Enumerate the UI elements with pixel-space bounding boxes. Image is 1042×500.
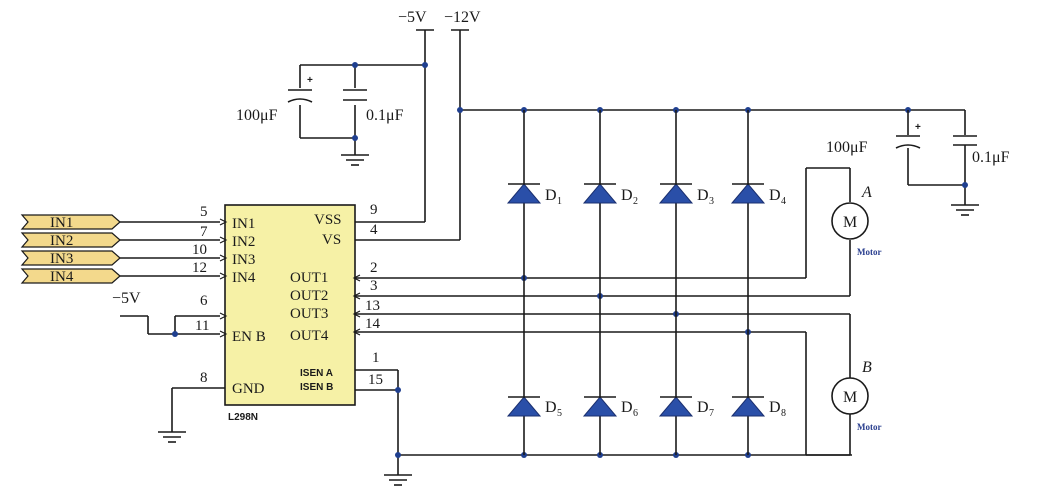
diode-d8-sub: 8 xyxy=(781,408,786,419)
pin-label-out4: OUT4 xyxy=(290,328,329,344)
diode-d3: D 3 xyxy=(658,183,714,207)
diode-d4-label: D xyxy=(769,187,781,204)
supply-neg5-en-label: −5V xyxy=(112,290,141,307)
supply-neg12-top: −12V xyxy=(444,9,481,240)
input-connector-in4: IN4 xyxy=(20,268,220,285)
pin-label-out1: OUT1 xyxy=(290,270,328,286)
pin-label-in1: IN1 xyxy=(232,216,255,232)
pin-label-isenb: ISEN B xyxy=(300,382,333,393)
isen-ground xyxy=(355,369,852,486)
pin-num-9: 9 xyxy=(370,202,378,218)
input-label-in2: IN2 xyxy=(50,233,73,249)
diode-d6-label: D xyxy=(621,399,633,416)
diode-d5-label: D xyxy=(545,399,557,416)
diode-d1: D 1 xyxy=(506,183,562,207)
pin-num-11: 11 xyxy=(195,318,209,334)
pin-num-10: 10 xyxy=(192,242,207,258)
motor-b: M B Motor xyxy=(805,314,882,456)
right-ceramic-label: 0.1μF xyxy=(972,149,1010,166)
diode-d3-sub: 3 xyxy=(709,196,714,207)
pin-num-1: 1 xyxy=(372,350,380,366)
motor-b-symbol: M xyxy=(843,389,857,406)
chip-supply-wires xyxy=(355,221,460,241)
input-connector-in3: IN3 xyxy=(20,250,220,267)
motor-a-symbol: M xyxy=(843,214,857,231)
pin-label-vss: VSS xyxy=(314,212,342,228)
diode-d8: D 8 xyxy=(730,396,786,419)
diode-d8-label: D xyxy=(769,399,781,416)
diode-d1-label: D xyxy=(545,187,557,204)
pin-num-13: 13 xyxy=(365,298,380,314)
diode-d6: D 6 xyxy=(582,396,638,419)
diode-d4-sub: 4 xyxy=(781,196,786,207)
output-wires xyxy=(355,275,850,335)
pin-num-14: 14 xyxy=(365,316,381,332)
pin-label-in4: IN4 xyxy=(232,270,256,286)
pin-num-6: 6 xyxy=(200,293,208,309)
pin-num-8: 8 xyxy=(200,370,208,386)
pin-label-isena: ISEN A xyxy=(300,368,333,379)
top-bus xyxy=(457,107,965,113)
motor-a-icon xyxy=(831,202,869,240)
pin-num-12: 12 xyxy=(192,260,207,276)
input-connectors: IN1 IN2 IN3 IN4 xyxy=(20,214,220,285)
pin-num-4: 4 xyxy=(370,222,378,238)
input-connector-in1: IN1 xyxy=(20,214,220,231)
motor-b-caption: Motor xyxy=(857,422,882,432)
diode-d6-sub: 6 xyxy=(633,408,638,419)
diode-d4: D 4 xyxy=(730,183,786,207)
input-connector-in2: IN2 xyxy=(20,232,220,249)
pin-label-out3: OUT3 xyxy=(290,306,328,322)
pin-num-5: 5 xyxy=(200,204,208,220)
motor-a: M A Motor xyxy=(805,167,882,296)
enable-b-supply: −5V xyxy=(112,290,220,337)
right-electrolytic-label: 100μF xyxy=(826,139,868,156)
input-label-in3: IN3 xyxy=(50,251,73,267)
pin-label-vs: VS xyxy=(322,232,341,248)
diode-d2: D 2 xyxy=(582,183,638,207)
pin-num-3: 3 xyxy=(370,278,378,294)
l298n-chip: L298N 5 7 10 12 6 11 8 IN1 IN2 IN3 IN4 E… xyxy=(192,202,383,423)
supply-neg5-label: −5V xyxy=(398,9,427,26)
supply-neg12-label: −12V xyxy=(444,9,481,26)
pin-num-7: 7 xyxy=(200,224,208,240)
diode-d2-label: D xyxy=(621,187,633,204)
pin-label-enb: EN B xyxy=(232,329,266,345)
right-decoupling-caps: + 100μF 0.1μF xyxy=(826,110,1010,216)
pin-label-in3: IN3 xyxy=(232,252,255,268)
pin-label-gnd: GND xyxy=(232,381,265,397)
left-electrolytic-label: 100μF xyxy=(236,107,278,124)
diode-d7-sub: 7 xyxy=(709,408,714,419)
chip-ground xyxy=(158,387,225,443)
motor-b-id: B xyxy=(862,359,872,376)
diode-d7: D 7 xyxy=(658,396,714,419)
pin-num-2: 2 xyxy=(370,260,378,276)
diode-d7-label: D xyxy=(697,399,709,416)
motor-a-caption: Motor xyxy=(857,247,882,257)
left-decoupling-caps: + 100μF 0.1μF xyxy=(236,62,428,166)
chip-name: L298N xyxy=(228,412,258,423)
diode-d2-sub: 2 xyxy=(633,196,638,207)
diode-columns xyxy=(523,110,749,455)
diode-d1-sub: 1 xyxy=(557,196,562,207)
diode-d5-sub: 5 xyxy=(557,408,562,419)
pin-label-out2: OUT2 xyxy=(290,288,328,304)
input-label-in4: IN4 xyxy=(50,269,74,285)
motor-b-icon xyxy=(831,377,869,415)
diode-d3-label: D xyxy=(697,187,709,204)
right-cap-plus: + xyxy=(915,122,921,133)
left-ceramic-label: 0.1μF xyxy=(366,107,404,124)
left-cap-plus: + xyxy=(307,75,313,86)
input-label-in1: IN1 xyxy=(50,215,73,231)
pin-num-15: 15 xyxy=(368,372,383,388)
motor-a-id: A xyxy=(861,184,872,201)
diode-d5: D 5 xyxy=(506,396,562,419)
pin-label-in2: IN2 xyxy=(232,234,255,250)
